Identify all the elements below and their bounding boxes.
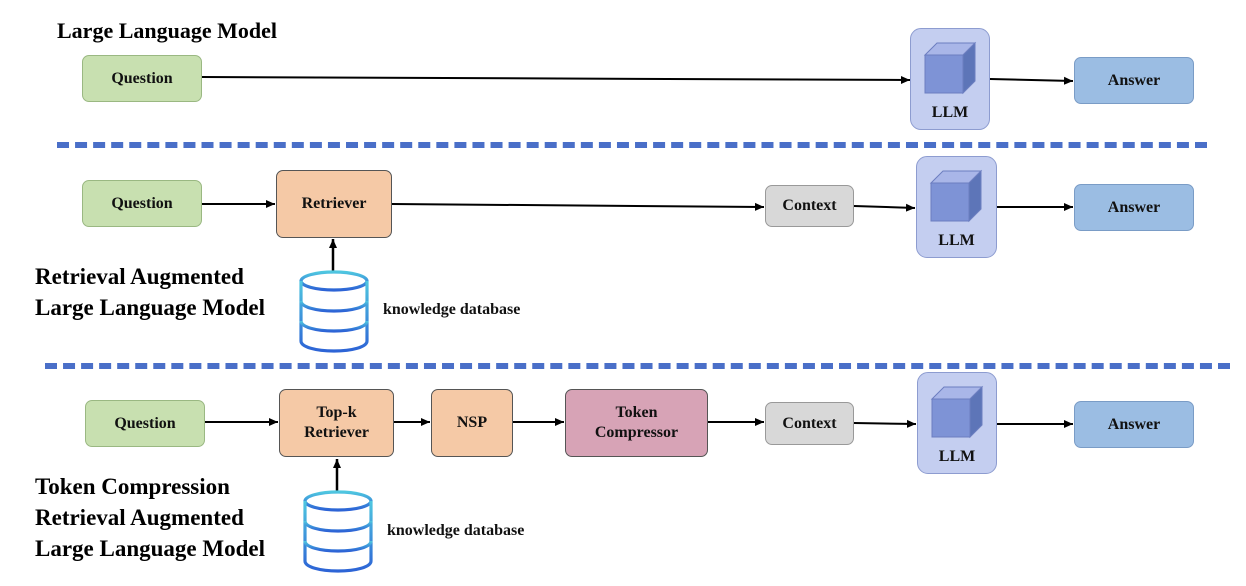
question-box: Question: [82, 180, 202, 227]
token-compressor-line2: Compressor: [594, 424, 679, 441]
arrow-llm-to-answer-1: [989, 76, 1074, 85]
knowledge-database-label: knowledge database: [387, 522, 525, 539]
cube-icon: [929, 169, 983, 223]
cube-icon: [923, 41, 977, 95]
nsp-box: NSP: [431, 389, 513, 457]
llm-label: LLM: [938, 232, 975, 249]
token-compressor-line1: Token: [615, 404, 658, 421]
section-title-line: Large Language Model: [35, 295, 265, 320]
cube-icon: [930, 385, 984, 439]
llm-block: LLM: [916, 156, 997, 258]
context-box: Context: [765, 185, 854, 227]
arrow-context-to-llm-3: [853, 419, 917, 428]
llm-label: LLM: [931, 104, 969, 121]
database-icon: [299, 270, 369, 353]
section-divider: [45, 363, 1230, 369]
context-box: Context: [765, 402, 854, 445]
section-title-line: Token Compression: [35, 474, 230, 499]
topk-retriever-line2: Retriever: [304, 424, 369, 441]
section-title-line: Retrieval Augmented: [35, 264, 244, 289]
question-box: Question: [85, 400, 205, 447]
database-icon: [303, 490, 373, 573]
answer-box: Answer: [1074, 57, 1194, 104]
answer-box: Answer: [1074, 401, 1194, 448]
retriever-box: Retriever: [276, 170, 392, 238]
answer-box: Answer: [1074, 184, 1194, 231]
knowledge-database-label: knowledge database: [383, 301, 521, 318]
topk-retriever-line1: Top-k: [316, 404, 357, 421]
arrow-question-to-llm-1: [201, 75, 911, 84]
llm-block: LLM: [910, 28, 990, 130]
llm-block: LLM: [917, 372, 997, 474]
topk-retriever-box: Top-k Retriever: [279, 389, 394, 457]
question-box: Question: [82, 55, 202, 102]
arrow-retriever-to-context-2: [391, 202, 765, 211]
section-divider: [57, 142, 1207, 148]
llm-label: LLM: [938, 448, 976, 465]
token-compressor-box: Token Compressor: [565, 389, 708, 457]
section-title-llm: Large Language Model: [57, 18, 277, 43]
section-title-line: Large Language Model: [35, 536, 265, 561]
arrow-context-to-llm-2: [853, 203, 916, 212]
section-title-line: Retrieval Augmented: [35, 505, 244, 530]
